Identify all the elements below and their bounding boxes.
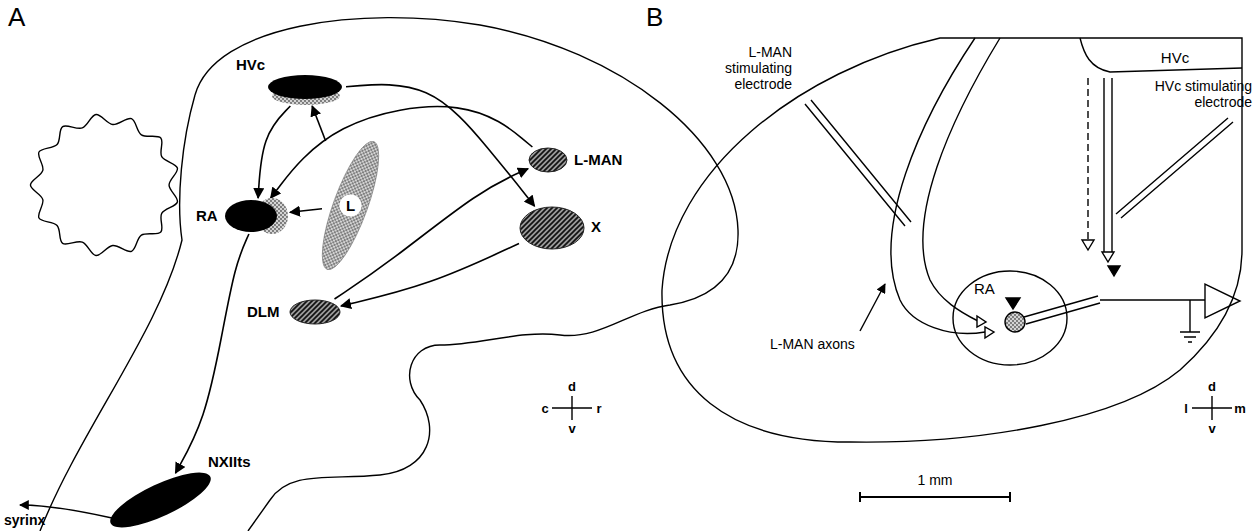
stimulating-electrode [805, 100, 911, 226]
annotation-label: HVc stimulating electrode [1148, 78, 1252, 110]
amplifier-symbol [1205, 284, 1240, 318]
hvc-axon [1104, 78, 1112, 252]
nucleus-label: DLM [247, 303, 280, 320]
projection-arrow [312, 106, 325, 141]
nucleus-label: RA [974, 280, 995, 297]
drawing-part [20, 18, 1242, 531]
compass-cross [552, 396, 592, 420]
label-disc [340, 195, 362, 217]
axon-terminal [1102, 252, 1114, 262]
annotation-label: syrinx [4, 512, 45, 528]
nucleus-label: HVc [236, 56, 265, 73]
lman-axon-tract [923, 38, 1000, 321]
compass-label: v [568, 421, 575, 436]
brain-outline [195, 18, 738, 531]
nucleus-label: L [346, 197, 355, 214]
scale-bar [860, 492, 1010, 502]
nucleus-outline [110, 473, 211, 527]
compass-label: r [596, 401, 601, 416]
nucleus-shape [290, 300, 340, 324]
projection-arrow [341, 243, 519, 305]
region-border [1080, 38, 1242, 72]
nucleus-node: RA [952, 270, 1068, 366]
cerebellum-outline [30, 114, 177, 255]
compass-label: m [1234, 401, 1246, 416]
axon-terminal [985, 327, 994, 338]
nucleus-label: RA [196, 207, 218, 224]
nucleus-label: X [591, 218, 601, 235]
annotation-label: L-MAN stimulating electrode [682, 44, 792, 92]
nucleus-node: HVc [266, 74, 346, 106]
panel-letter: B [646, 2, 663, 32]
nucleus-shape [520, 207, 584, 249]
axon-terminal [977, 316, 986, 327]
section-outline [662, 38, 1242, 442]
lman-axon-tract [891, 38, 985, 333]
projection-arrow [290, 209, 322, 213]
annotation-label: 1 mm [918, 472, 953, 488]
nucleus-outline [289, 299, 341, 325]
leader-arrow [860, 284, 885, 331]
nucleus-node: X [519, 206, 585, 250]
nucleus-node: DLM [289, 299, 341, 325]
annotation-label: L-MAN axons [770, 336, 855, 352]
nucleus-shape [225, 200, 277, 232]
nucleus-label: HVc [1161, 49, 1189, 66]
ra-neuron [1005, 312, 1025, 332]
projection-arrow [176, 234, 249, 473]
nucleus-node: L [322, 141, 379, 270]
nucleus-outline [528, 147, 568, 173]
compass-label: c [541, 401, 548, 416]
recording-pipette [1024, 296, 1100, 324]
nucleus-node: NXIIts [110, 473, 211, 527]
nucleus-border [953, 271, 1067, 365]
compass-label: d [568, 379, 576, 394]
compass-cross [1192, 396, 1232, 420]
projection-arrow [271, 107, 533, 198]
nucleus-outline [224, 198, 290, 234]
nucleus-shape [104, 462, 217, 531]
nucleus-node: L-MAN [528, 147, 568, 173]
axon-terminal [1006, 298, 1020, 309]
nucleus-shape [311, 136, 389, 275]
brain-posterior-edge [40, 95, 195, 531]
nucleus-label: NXIIts [208, 453, 251, 470]
amplifier-wire [1100, 300, 1205, 332]
projection-arrow [258, 106, 290, 198]
nucleus-outline [266, 74, 346, 106]
hvc-axon [1087, 78, 1088, 240]
compass-label: d [1208, 379, 1216, 394]
stimulating-electrode [1116, 118, 1233, 218]
axon-terminal [1082, 240, 1094, 250]
axon-terminal [1108, 266, 1120, 276]
nucleus-outline [952, 270, 1068, 366]
nucleus-label: L-MAN [574, 151, 622, 168]
nucleus-node: HVc [1080, 38, 1242, 76]
compass-label: v [1208, 421, 1215, 436]
nucleus-node: RA [224, 198, 290, 234]
nucleus-shape [268, 75, 342, 99]
ground-symbol [1180, 332, 1200, 342]
panel-letter: A [8, 2, 25, 32]
nucleus-shape [529, 148, 567, 172]
compass-label: l [1184, 401, 1188, 416]
nucleus-outline [519, 206, 585, 250]
